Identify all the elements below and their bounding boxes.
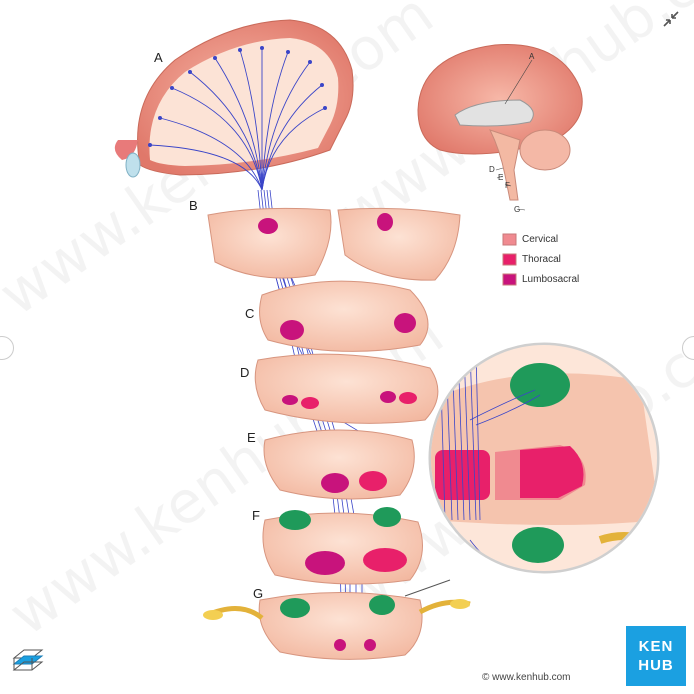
label-a: A xyxy=(154,50,163,65)
copyright-text: © www.kenhub.com xyxy=(482,672,571,683)
callout-line xyxy=(404,579,451,597)
inset-label-g: G xyxy=(514,205,521,214)
section-d xyxy=(254,353,439,424)
brain-coronal-section xyxy=(114,19,354,191)
magnified-inset xyxy=(428,342,660,574)
legend-label: Thoracal xyxy=(522,253,561,265)
sagittal-brain-inset xyxy=(417,44,583,211)
section-f xyxy=(262,507,423,585)
logo-line2: HUB xyxy=(638,657,674,674)
section-c xyxy=(259,280,429,352)
legend-item-lumbosacral: Lumbosacral xyxy=(503,272,579,286)
section-b xyxy=(207,207,461,281)
label-f: F xyxy=(252,508,260,523)
label-g: G xyxy=(253,586,264,601)
layers-icon[interactable] xyxy=(10,646,46,678)
inset-label-d: D xyxy=(489,165,495,174)
expand-icon[interactable] xyxy=(662,10,680,28)
label-d: D xyxy=(240,365,250,380)
label-b: B xyxy=(189,198,198,213)
kenhub-logo[interactable]: KEN HUB xyxy=(626,626,686,686)
label-e: E xyxy=(247,430,256,445)
section-e xyxy=(263,429,415,500)
legend-item-cervical: Cervical xyxy=(503,232,558,246)
legend-swatch-cervical xyxy=(502,233,517,246)
legend-label: Lumbosacral xyxy=(522,273,580,285)
legend-item-thoracal: Thoracal xyxy=(503,252,561,266)
section-g xyxy=(203,592,471,660)
label-c: C xyxy=(245,306,255,321)
legend-swatch-thoracal xyxy=(502,253,517,266)
inset-label-e: E xyxy=(498,173,504,182)
inset-label-a: A xyxy=(529,52,535,61)
inset-label-f: F xyxy=(505,181,510,190)
legend-swatch-lumbosacral xyxy=(502,273,517,286)
logo-line1: KEN xyxy=(638,638,674,655)
legend-label: Cervical xyxy=(522,233,559,245)
